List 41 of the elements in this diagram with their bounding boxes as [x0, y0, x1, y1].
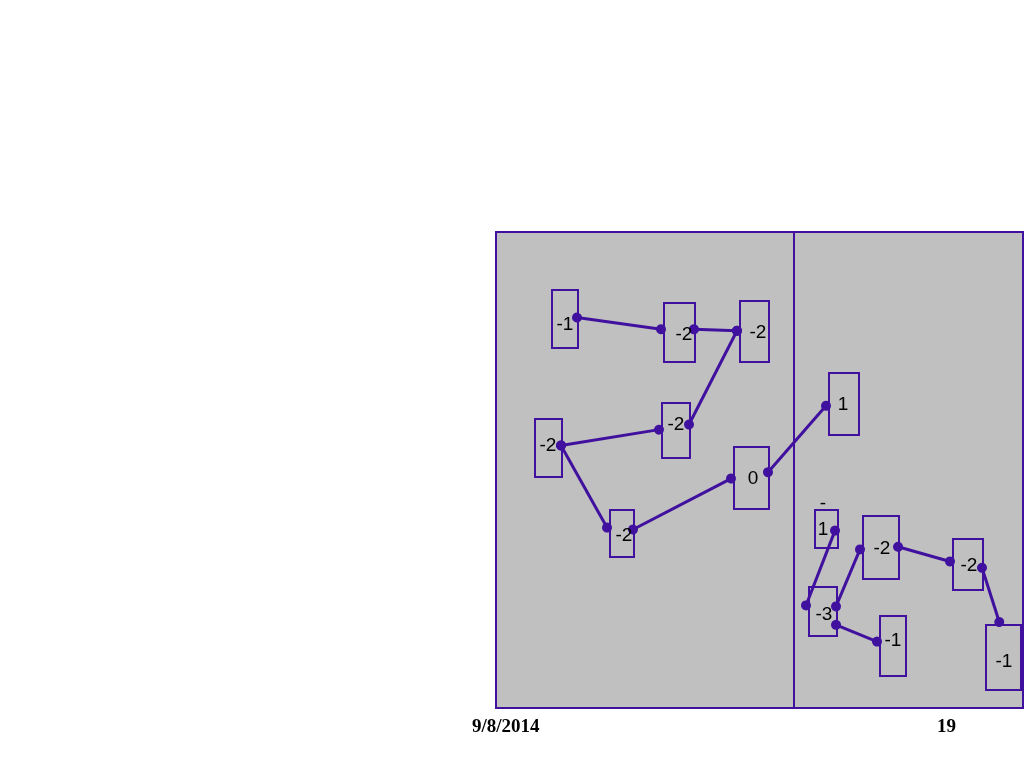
value-label: -3 [815, 603, 833, 625]
value-box [534, 418, 563, 478]
value-box [551, 289, 579, 349]
value-box [952, 538, 984, 591]
value-box [808, 586, 838, 637]
value-label: -1 [556, 313, 574, 335]
footer-date: 9/8/2014 [472, 715, 540, 737]
value-label: -2 [539, 434, 557, 456]
value-box [661, 402, 691, 459]
connector-line [556, 440, 612, 533]
region-panel [495, 231, 795, 709]
value-label: -1 [884, 629, 902, 651]
connector-line [572, 312, 666, 335]
value-box [985, 624, 1022, 691]
value-label: -1 [995, 650, 1013, 672]
value-label: -1 [817, 491, 829, 541]
value-box [862, 515, 900, 580]
connector-line [893, 541, 955, 567]
connector-line [684, 325, 742, 430]
connector-line [628, 473, 736, 535]
value-box [663, 302, 696, 363]
value-label: 0 [747, 467, 759, 489]
connector-line [977, 562, 1005, 627]
value-label: -2 [615, 524, 633, 546]
connector-line [831, 544, 865, 612]
connector-line [831, 619, 882, 647]
value-box [739, 300, 770, 363]
connector-line [763, 400, 831, 478]
connector-line [801, 525, 840, 611]
page-number: 19 [937, 715, 956, 737]
value-label: -2 [873, 537, 891, 559]
value-box [733, 446, 770, 510]
region-panel [793, 231, 1024, 709]
value-label: 1 [837, 393, 849, 415]
value-label: -2 [749, 321, 767, 343]
value-label: -2 [667, 413, 685, 435]
value-box [828, 372, 860, 436]
value-label: -2 [675, 323, 693, 345]
value-box [879, 615, 907, 677]
value-box [609, 509, 635, 558]
value-label: -2 [960, 554, 978, 576]
